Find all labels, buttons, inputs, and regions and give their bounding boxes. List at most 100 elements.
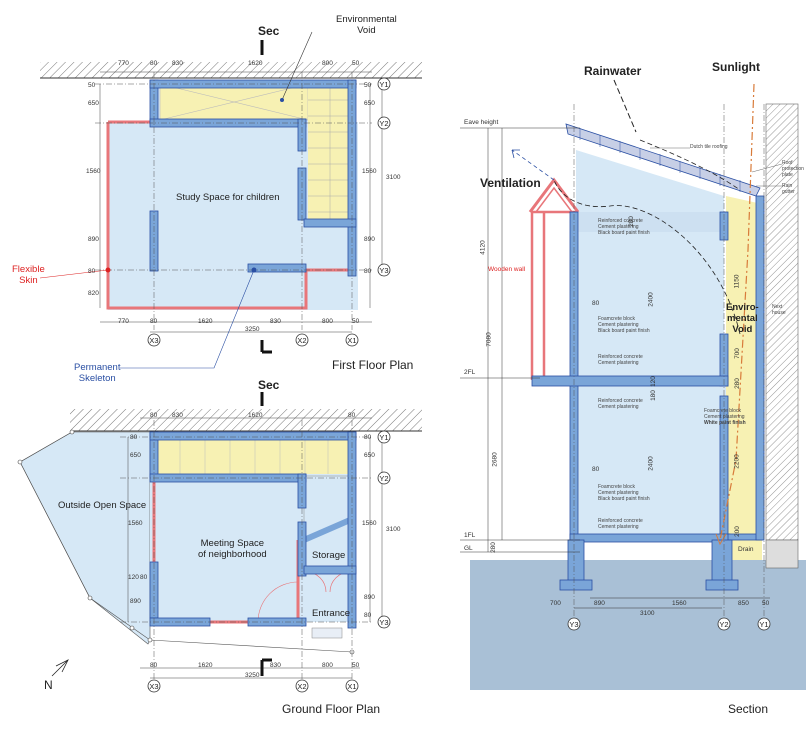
wooden-wall-skin — [530, 210, 576, 380]
note-foam2: Foamcrete block Cement plastering Black … — [598, 484, 650, 502]
ventilation-airflow — [553, 179, 741, 335]
gf-dim-right-4: 890 — [364, 594, 375, 601]
sec-dim-inner-3: 120 — [649, 376, 657, 387]
gf-dim-bottom-2: 830 — [270, 662, 281, 669]
sunlight-label: Sunlight — [712, 60, 760, 74]
note-rc3: Reinforced concrete Cement plastering — [598, 518, 643, 530]
note-rc-1: Cement plastering — [598, 360, 639, 366]
note-upper-rc: Reinforced concrete Cement plastering Bl… — [598, 218, 650, 236]
note-rc: Reinforced concrete Cement plastering — [598, 354, 643, 366]
void-callout-line2: Void — [357, 25, 376, 36]
north-label: N — [44, 678, 53, 692]
note-upper-0: Reinforced concrete — [598, 218, 643, 224]
ff-dim-right-0: 50 — [364, 82, 372, 89]
note-foam2-1: Cement plastering — [598, 490, 639, 496]
void-line1: Enviro- — [726, 302, 759, 313]
gf-axis-x1: X1 — [347, 682, 357, 691]
ff-axis-x3: X3 — [149, 336, 159, 345]
outside-open-space-fill — [19, 431, 151, 645]
ff-dim-left-5: 820 — [88, 290, 99, 297]
sec-dim-bottom-2: 1560 — [672, 600, 687, 607]
void-line2: mental — [727, 313, 758, 324]
ff-dim-top-0: 770 — [118, 60, 129, 67]
gf-dim-right-2: 1560 — [362, 520, 377, 527]
gf-axis-y2: Y2 — [379, 474, 389, 483]
ff-axis-x1: X1 — [347, 336, 357, 345]
sec-dim-void-3: 2200 — [733, 454, 741, 469]
gf-dim-top-2: 1620 — [248, 412, 263, 419]
note-fw-2: White paint finish — [704, 420, 746, 426]
neighbor-line1: Next — [772, 304, 783, 310]
level-1fl-label: 1FL — [464, 532, 476, 539]
gf-dim-bottom-0: 80 — [150, 662, 158, 669]
gf-dim-bottom-4: 50 — [352, 662, 360, 669]
note-rc3-0: Reinforced concrete — [598, 518, 643, 524]
sec-dim-inner-6: 80 — [592, 466, 600, 473]
skin-line1: Flexible — [12, 264, 45, 275]
neighbor-line2: house — [772, 310, 786, 316]
sec-dim-bottom-4: 50 — [762, 600, 770, 607]
roof-note-1: Roof protection plate — [782, 160, 804, 178]
outside-open-space-label: Outside Open Space — [58, 500, 147, 511]
gf-dim-right-1: 650 — [364, 452, 375, 459]
ff-grid-bubbles — [147, 77, 391, 347]
ff-dim-right-1: 650 — [364, 100, 375, 107]
next-house-wall — [765, 103, 799, 541]
note-rc-0: Reinforced concrete — [598, 354, 643, 360]
permanent-skeleton-label: Permanent Skeleton — [74, 362, 120, 384]
sec-dim-bottom-3: 850 — [738, 600, 749, 607]
note-foam-white: Foamcrete block Cement plastering White … — [704, 408, 746, 426]
note-rc3-1: Cement plastering — [598, 524, 639, 530]
ff-dim-bottom-0: 770 — [118, 318, 129, 325]
environmental-void-section-fill — [726, 196, 762, 534]
note-upper-1: Cement plastering — [598, 224, 639, 230]
sec-dim-inner-5: 2400 — [647, 456, 655, 471]
storage-label: Storage — [312, 550, 346, 561]
ground-floor-plan — [17, 392, 422, 693]
roof-note-0: Dutch tile roofing — [690, 144, 728, 150]
ff-dim-bottom-1: 80 — [150, 318, 158, 325]
gf-grid-bubbles — [147, 430, 391, 693]
gf-dim-bottom-1: 1620 — [198, 662, 213, 669]
ff-dim-left-4: 80 — [88, 268, 96, 275]
sec-axis-y2: Y2 — [719, 620, 729, 629]
sec-dim-bottom-1: 890 — [594, 600, 605, 607]
upper-room-fill — [576, 150, 724, 376]
roof-note-2: Rain gutter — [782, 183, 795, 195]
sec-dim-left-2: 2680 — [491, 452, 499, 467]
note-foam1-2: Black board paint finish — [598, 328, 650, 334]
meeting-space-label: Meeting Space of neighborhood — [198, 538, 267, 560]
gf-dim-top-0: 80 — [150, 412, 158, 419]
ventilation-label: Ventilation — [480, 176, 541, 190]
note-rc2: Reinforced concrete Cement plastering — [598, 398, 643, 410]
void-callout-line1: Environmental — [336, 14, 397, 25]
gf-dim-total: 3250 — [245, 672, 260, 679]
ff-dim-left-1: 650 — [88, 100, 99, 107]
ff-dim-top-2: 830 — [172, 60, 183, 67]
sec-dim-inner-4: 180 — [649, 390, 657, 401]
drain-label: Drain — [738, 546, 754, 553]
ff-dim-right-2: 1560 — [362, 168, 377, 175]
ff-dim-bottom-4: 800 — [322, 318, 333, 325]
sec-dim-void-0: 1150 — [733, 274, 741, 289]
gf-dim-top-1: 830 — [172, 412, 183, 419]
section-void-label: Enviro- mental Void — [726, 302, 759, 335]
sec-dim-inner-2: 80 — [592, 300, 600, 307]
gf-dim-bottom-3: 800 — [322, 662, 333, 669]
first-floor-plan — [39, 31, 422, 369]
lower-room-fill — [576, 386, 726, 534]
ff-dim-top-4: 800 — [322, 60, 333, 67]
level-2fl-label: 2FL — [464, 369, 476, 376]
note-fw-0: Foamcrete block — [704, 408, 741, 414]
ff-axis-y3: Y3 — [379, 266, 389, 275]
gf-dim-left-1: 650 — [130, 452, 141, 459]
ff-dim-bottom-2: 1620 — [198, 318, 213, 325]
first-floor-plan-title: First Floor Plan — [332, 358, 414, 372]
ff-dim-left-3: 890 — [88, 236, 99, 243]
ff-dim-top-3: 1620 — [248, 60, 263, 67]
sec-axis-y1: Y1 — [759, 620, 769, 629]
ff-dim-bottom-5: 50 — [352, 318, 360, 325]
ff-dim-total: 3250 — [245, 326, 260, 333]
